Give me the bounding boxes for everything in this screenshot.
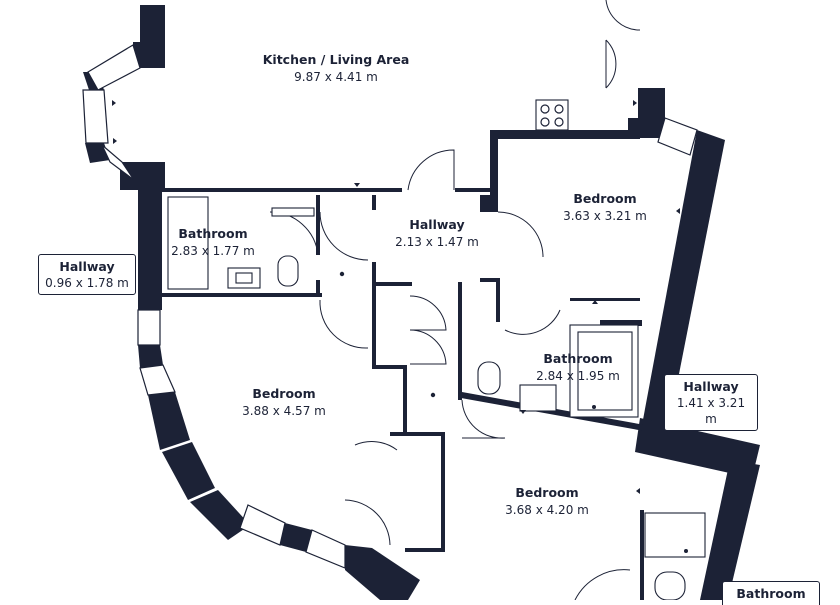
callout-hallway-left: Hallway 0.96 x 1.78 m	[38, 254, 136, 295]
sink-icon	[519, 384, 557, 412]
bathtub-icon	[167, 196, 209, 290]
room-dims-hallway-center: 2.13 x 1.47 m	[395, 235, 479, 249]
shower-icon	[644, 512, 706, 558]
callout-name: Hallway	[59, 259, 115, 274]
room-name-bedroom-2: Bedroom	[252, 386, 315, 401]
toilet-icon	[477, 361, 501, 395]
vanity-icon	[271, 207, 315, 217]
walls	[83, 5, 760, 600]
room-dims-bedroom-2: 3.88 x 4.57 m	[242, 404, 326, 418]
room-dims-kitchen: 9.87 x 4.41 m	[294, 70, 378, 84]
callout-name: Bathroom	[736, 586, 806, 601]
toilet-icon	[654, 571, 686, 600]
doors	[269, 0, 641, 600]
callout-bathroom-3: Bathroom	[722, 581, 820, 605]
room-dims-bathroom-1: 2.83 x 1.77 m	[171, 244, 255, 258]
markers	[112, 100, 688, 553]
room-dims-bathroom-2: 2.84 x 1.95 m	[536, 369, 620, 383]
room-name-bedroom-3: Bedroom	[515, 485, 578, 500]
windows	[82, 44, 698, 569]
room-name-bathroom-1: Bathroom	[178, 226, 247, 241]
room-dims-bedroom-3: 3.68 x 4.20 m	[505, 503, 589, 517]
room-dims-bedroom-1: 3.63 x 3.21 m	[563, 209, 647, 223]
hob-icon	[535, 99, 569, 131]
room-labels: Kitchen / Living Area 9.87 x 4.41 m Bath…	[171, 52, 647, 517]
callout-dims: 1.41 x 3.21 m	[676, 396, 746, 426]
partitions	[162, 188, 644, 600]
toilet-icon	[277, 255, 299, 287]
fixtures	[167, 99, 706, 600]
callout-dims: 0.96 x 1.78 m	[45, 276, 129, 290]
room-name-bathroom-2: Bathroom	[543, 351, 612, 366]
callout-name: Hallway	[683, 379, 739, 394]
callout-hallway-right: Hallway 1.41 x 3.21 m	[664, 374, 758, 431]
room-name-hallway-center: Hallway	[409, 217, 464, 232]
light-marker	[430, 392, 436, 398]
light-marker	[339, 271, 345, 277]
room-name-bedroom-1: Bedroom	[573, 191, 636, 206]
room-name-kitchen: Kitchen / Living Area	[263, 52, 410, 67]
